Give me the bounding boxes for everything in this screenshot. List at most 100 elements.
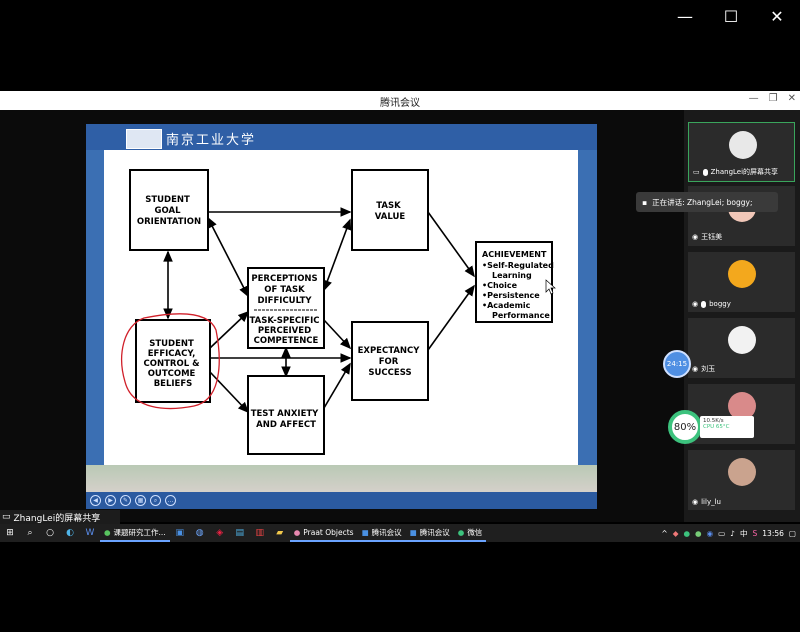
zoom-icon[interactable]: ⌕ bbox=[150, 495, 161, 506]
arrow-perceptions-expectancy bbox=[323, 319, 352, 350]
search-icon[interactable]: ⌕ bbox=[27, 528, 33, 538]
red-annotation-circle bbox=[121, 313, 220, 410]
participant-tile-2[interactable]: ◉ boggy bbox=[688, 252, 795, 312]
slides-menu-icon[interactable]: ▦ bbox=[135, 495, 146, 506]
box-expectancy bbox=[351, 321, 429, 401]
notification-icon[interactable]: ▢ bbox=[788, 528, 796, 538]
achievement-text: ACHIEVEMENT •Self-Regulated Learning •Ch… bbox=[482, 250, 557, 320]
tencent-meeting-icon: ■ bbox=[361, 527, 369, 537]
network-speed: 10.5K/s bbox=[703, 418, 724, 424]
screen-share-icon: ▭ bbox=[2, 512, 11, 522]
more-icon[interactable]: … bbox=[165, 495, 176, 506]
participant-name: 刘玉 bbox=[701, 365, 716, 373]
box-efficacy bbox=[135, 319, 211, 403]
participant-name: boggy bbox=[709, 300, 731, 308]
arrow-anxiety-expectancy bbox=[323, 362, 351, 409]
box-test-anxiety bbox=[247, 375, 325, 455]
store-icon[interactable]: ▤ bbox=[235, 528, 244, 538]
meeting-title: 腾讯会议 bbox=[380, 98, 420, 109]
security-icon[interactable]: ◉ bbox=[706, 528, 714, 538]
box-task-value bbox=[351, 169, 429, 251]
edge-icon[interactable]: ◐ bbox=[66, 528, 74, 538]
anxiety-text: TEST ANXIETY AND AFFECT bbox=[251, 409, 322, 430]
screen-share-label: ▭ ZhangLei的屏幕共享 bbox=[0, 510, 120, 524]
box-achievement bbox=[475, 241, 553, 323]
ime-indicator[interactable]: 中 bbox=[740, 528, 748, 538]
task-value-text: TASK VALUE bbox=[375, 201, 406, 222]
word-icon[interactable]: W bbox=[85, 528, 95, 538]
wechat-tray-icon[interactable]: ● bbox=[683, 528, 691, 538]
taskbar: ⊞ ⌕ ○ ◐ W ●课题研究工作... ▣ ◍ ◈ ▤ ▥ ▰ ●Praat … bbox=[0, 524, 800, 542]
app-icon[interactable]: ◍ bbox=[195, 528, 204, 538]
efficacy-text: STUDENT EFFICACY, CONTROL & OUTCOME BELI… bbox=[144, 339, 203, 389]
expectancy-text: EXPECTANCY FOR SUCCESS bbox=[358, 346, 423, 378]
task-view-icon[interactable]: ○ bbox=[46, 528, 54, 538]
taskbar-app-praat[interactable]: ●Praat Objects bbox=[289, 524, 358, 542]
box-perceptions bbox=[247, 267, 325, 349]
goal-text: STUDENT GOAL ORIENTATION bbox=[137, 195, 201, 227]
system-tray: ^ ◆ ● ● ◉ ▭ ♪ 中 S 13:56 ▢ bbox=[661, 524, 796, 542]
user-icon: ◉ bbox=[692, 300, 699, 308]
slide-prev-icon[interactable]: ◀ bbox=[90, 495, 101, 506]
participant-name: lily_lu bbox=[701, 498, 721, 506]
network-icon[interactable]: ▭ bbox=[718, 528, 726, 538]
university-name: 南京工业大学 bbox=[166, 133, 257, 148]
user-icon: ◉ bbox=[692, 233, 699, 241]
meeting-close-button[interactable]: ✕ bbox=[787, 93, 796, 104]
close-button[interactable]: ✕ bbox=[770, 6, 784, 26]
taskbar-app-tencent-2[interactable]: ■腾讯会议 bbox=[405, 524, 454, 542]
taskbar-app-research[interactable]: ●课题研究工作... bbox=[100, 524, 170, 542]
perceptions-text: PERCEPTIONS OF TASK DIFFICULTY TASK-SPEC… bbox=[250, 274, 323, 346]
windows-start-icon[interactable]: ⊞ bbox=[6, 528, 14, 538]
cpu-temp: CPU 65°C bbox=[703, 424, 730, 430]
speaking-indicator: ▪ 正在讲话: ZhangLei; boggy; bbox=[636, 192, 778, 212]
motivation-diagram: STUDENT GOAL ORIENTATION TASK VALUE PERC… bbox=[121, 169, 557, 455]
meeting-titlebar: 腾讯会议 — ❐ ✕ bbox=[0, 91, 800, 110]
input-method-icon[interactable]: S bbox=[752, 528, 758, 538]
avatar bbox=[728, 458, 756, 486]
avatar bbox=[728, 260, 756, 288]
meeting-timer: 24:15 bbox=[663, 350, 691, 378]
tray-app-icon[interactable]: ● bbox=[695, 528, 702, 538]
mic-icon bbox=[702, 168, 708, 176]
avatar bbox=[728, 326, 756, 354]
screen-share-icon: ▭ bbox=[693, 168, 700, 176]
avatar bbox=[729, 131, 757, 159]
slide-flower-strip bbox=[86, 465, 597, 495]
cpu-gauge[interactable]: 80% bbox=[668, 410, 702, 444]
arrow-perceptions-taskvalue bbox=[322, 218, 352, 292]
antivirus-icon[interactable]: ◈ bbox=[216, 528, 224, 538]
meeting-minimize-button[interactable]: — bbox=[748, 93, 759, 104]
taskbar-app-tencent-1[interactable]: ■腾讯会议 bbox=[357, 524, 406, 542]
taskbar-app-wechat[interactable]: ●微信 bbox=[453, 524, 487, 542]
user-icon: ◉ bbox=[692, 365, 699, 373]
arrow-efficacy-perceptions bbox=[209, 310, 250, 349]
pen-icon[interactable]: ✎ bbox=[120, 495, 131, 506]
folder-icon[interactable]: ▰ bbox=[276, 528, 284, 538]
arrow-efficacy-anxiety bbox=[209, 371, 250, 414]
maximize-button[interactable]: ☐ bbox=[723, 6, 739, 26]
arrow-taskvalue-achievement bbox=[427, 211, 475, 278]
app-icon: ● bbox=[293, 527, 301, 537]
mouse-cursor bbox=[545, 279, 556, 295]
speaking-text: 正在讲话: ZhangLei; boggy; bbox=[652, 197, 753, 207]
app-icon: ● bbox=[104, 527, 111, 537]
participant-tile-5[interactable]: ◉lily_lu bbox=[688, 450, 795, 510]
slide-next-icon[interactable]: ▶ bbox=[105, 495, 116, 506]
box-goal-orientation bbox=[129, 169, 209, 251]
participant-name: ZhangLei的屏幕共享 bbox=[710, 168, 779, 176]
minimize-button[interactable]: — bbox=[677, 6, 693, 26]
user-icon: ◉ bbox=[692, 498, 699, 506]
tray-app-icon[interactable]: ◆ bbox=[672, 528, 679, 538]
outlook-icon[interactable]: ▣ bbox=[175, 528, 184, 538]
avatar bbox=[728, 392, 756, 420]
slide-navigation: ◀ ▶ ✎ ▦ ⌕ … bbox=[86, 492, 597, 509]
participant-tile-3[interactable]: ◉刘玉 bbox=[688, 318, 795, 378]
slide-header bbox=[86, 124, 597, 150]
participant-tile-0[interactable]: ▭ ZhangLei的屏幕共享 bbox=[688, 122, 795, 182]
meeting-restore-button[interactable]: ❐ bbox=[768, 93, 778, 104]
clock[interactable]: 13:56 bbox=[762, 528, 784, 538]
volume-icon[interactable]: ♪ bbox=[730, 528, 736, 538]
chevron-up-icon[interactable]: ^ bbox=[661, 528, 668, 538]
red-app-icon[interactable]: ▥ bbox=[255, 528, 264, 538]
